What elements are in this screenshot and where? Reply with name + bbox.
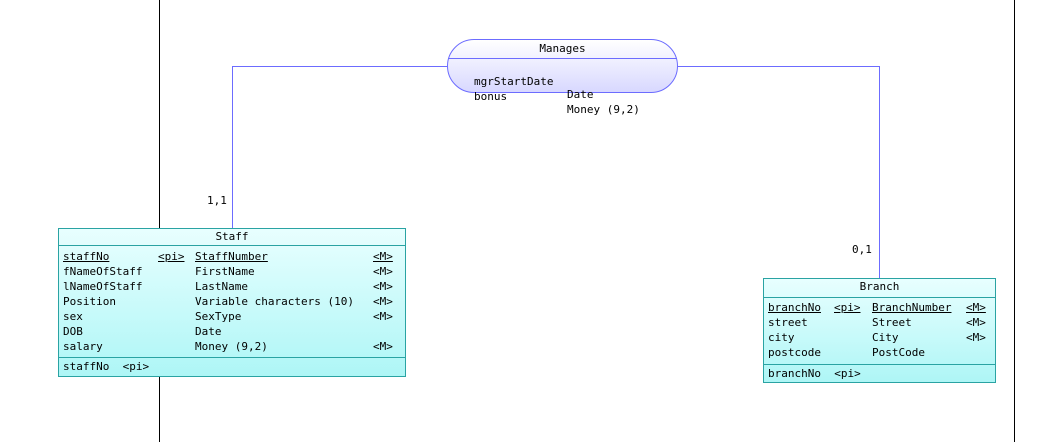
attribute-domain: PostCode [872, 346, 925, 359]
attribute-mandatory: <M> [966, 316, 986, 329]
entity-attribute-row: street Street <M> [764, 316, 995, 331]
attribute-mandatory: <M> [966, 331, 986, 344]
relationship-attribute-type: Money (9,2) [567, 103, 640, 116]
entity-attribute-row: salary Money (9,2) <M> [59, 340, 405, 355]
entity-attribute-row: branchNo <pi> BranchNumber <M> [764, 301, 995, 316]
entity-attribute-row: Position Variable characters (10) <M> [59, 295, 405, 310]
attribute-domain: LastName [195, 280, 248, 293]
relationship-attribute-row: mgrStartDate Date [474, 62, 594, 114]
attribute-domain: SexType [195, 310, 242, 323]
attribute-name: DOB [63, 325, 83, 338]
cardinality-staff: 1,1 [207, 194, 227, 207]
attribute-name: branchNo [768, 301, 821, 314]
entity-staff-title: Staff [215, 230, 249, 243]
entity-attribute-row: fNameOfStaff FirstName <M> [59, 265, 405, 280]
connector-staff-horizontal[interactable] [232, 66, 447, 67]
attribute-domain: Variable characters (10) [195, 295, 354, 308]
cardinality-branch: 0,1 [852, 243, 872, 256]
attribute-domain: Street [872, 316, 912, 329]
right-border-line [1014, 0, 1015, 442]
attribute-domain: Money (9,2) [195, 340, 268, 353]
attribute-domain: City [872, 331, 899, 344]
entity-attribute-row: sex SexType <M> [59, 310, 405, 325]
attribute-mandatory: <M> [373, 340, 393, 353]
attribute-domain: Date [195, 325, 222, 338]
entity-staff-identifier-divider [59, 357, 405, 358]
relationship-attribute-row: bonus Money (9,2) [474, 77, 640, 129]
entity-branch-identifier: branchNo <pi> [768, 367, 861, 380]
relationship-attribute-name: bonus [474, 90, 508, 103]
attribute-mandatory: <M> [966, 301, 986, 314]
attribute-mandatory: <M> [373, 265, 393, 278]
attribute-name: sex [63, 310, 83, 323]
connector-staff-vertical[interactable] [232, 66, 233, 228]
entity-attribute-row: lNameOfStaff LastName <M> [59, 280, 405, 295]
attribute-name: lNameOfStaff [63, 280, 143, 293]
attribute-name: Position [63, 295, 116, 308]
left-border-line [159, 0, 160, 442]
relationship-manages[interactable]: Manages mgrStartDate Date bonus Money (9… [447, 39, 678, 116]
connector-branch-horizontal[interactable] [678, 66, 879, 67]
attribute-pi: <pi> [834, 301, 861, 314]
attribute-domain: FirstName [195, 265, 255, 278]
relationship-divider [448, 58, 677, 59]
attribute-mandatory: <M> [373, 295, 393, 308]
entity-branch-identifier-divider [764, 364, 995, 365]
attribute-name: salary [63, 340, 103, 353]
entity-staff[interactable]: Staff staffNo <pi> StaffNumber <M> fName… [58, 228, 406, 377]
attribute-mandatory: <M> [373, 280, 393, 293]
attribute-name: city [768, 331, 795, 344]
attribute-name: street [768, 316, 808, 329]
attribute-domain: BranchNumber [872, 301, 952, 314]
attribute-name: fNameOfStaff [63, 265, 143, 278]
entity-attribute-row: city City <M> [764, 331, 995, 346]
attribute-name: postcode [768, 346, 821, 359]
entity-attribute-row: staffNo <pi> StaffNumber <M> [59, 250, 405, 265]
attribute-pi: <pi> [158, 250, 185, 263]
entity-branch-divider [764, 297, 995, 298]
attribute-mandatory: <M> [373, 310, 393, 323]
entity-branch[interactable]: Branch branchNo <pi> BranchNumber <M> st… [763, 278, 996, 383]
entity-branch-title: Branch [859, 280, 900, 293]
entity-attribute-row: postcode PostCode [764, 346, 995, 361]
entity-staff-identifier: staffNo <pi> [63, 360, 150, 373]
attribute-domain: StaffNumber [195, 250, 268, 263]
entity-staff-divider [59, 245, 405, 246]
attribute-mandatory: <M> [373, 250, 393, 263]
relationship-title: Manages [539, 42, 586, 55]
relationship-attribute-type: Date [567, 88, 594, 101]
attribute-name: staffNo [63, 250, 110, 263]
relationship-attribute-name: mgrStartDate [474, 75, 554, 88]
connector-branch-vertical[interactable] [879, 66, 880, 278]
entity-attribute-row: DOB Date [59, 325, 405, 340]
